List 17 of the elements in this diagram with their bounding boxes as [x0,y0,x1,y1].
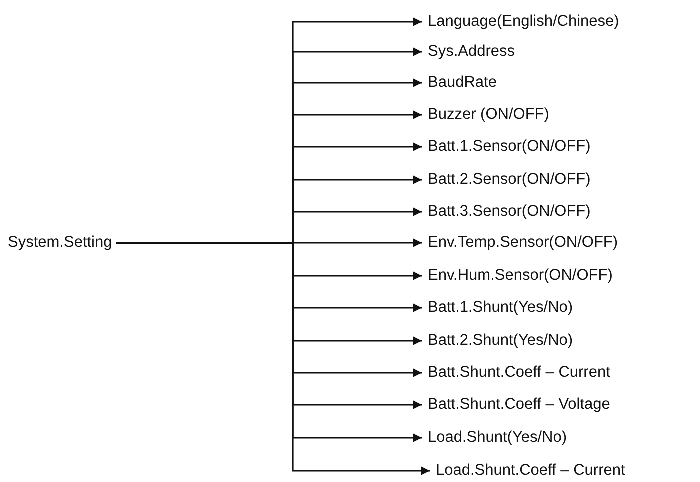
menu-item-label: Batt.3.Sensor(ON/OFF) [428,202,591,222]
menu-item-label: Load.Shunt.Coeff – Current [436,461,626,481]
menu-item-label: Batt.1.Sensor(ON/OFF) [428,137,591,157]
menu-item-label: Buzzer (ON/OFF) [428,105,550,125]
menu-item-label: Batt.2.Sensor(ON/OFF) [428,170,591,190]
menu-item-label: Load.Shunt(Yes/No) [428,428,568,448]
menu-item-label: Env.Temp.Sensor(ON/OFF) [428,233,618,253]
menu-item-label: Env.Hum.Sensor(ON/OFF) [428,266,613,286]
menu-item-label: BaudRate [428,73,497,93]
menu-item-label: Language(English/Chinese) [428,12,620,32]
menu-item-label: Batt.Shunt.Coeff – Voltage [428,395,610,415]
menu-item-label: Sys.Address [428,42,516,62]
menu-item-label: Batt.2.Shunt(Yes/No) [428,331,574,351]
menu-item-label: Batt.1.Shunt(Yes/No) [428,298,574,318]
menu-item-label: Batt.Shunt.Coeff – Current [428,363,610,383]
arrow [116,242,430,476]
root-label: System.Setting [8,233,112,253]
